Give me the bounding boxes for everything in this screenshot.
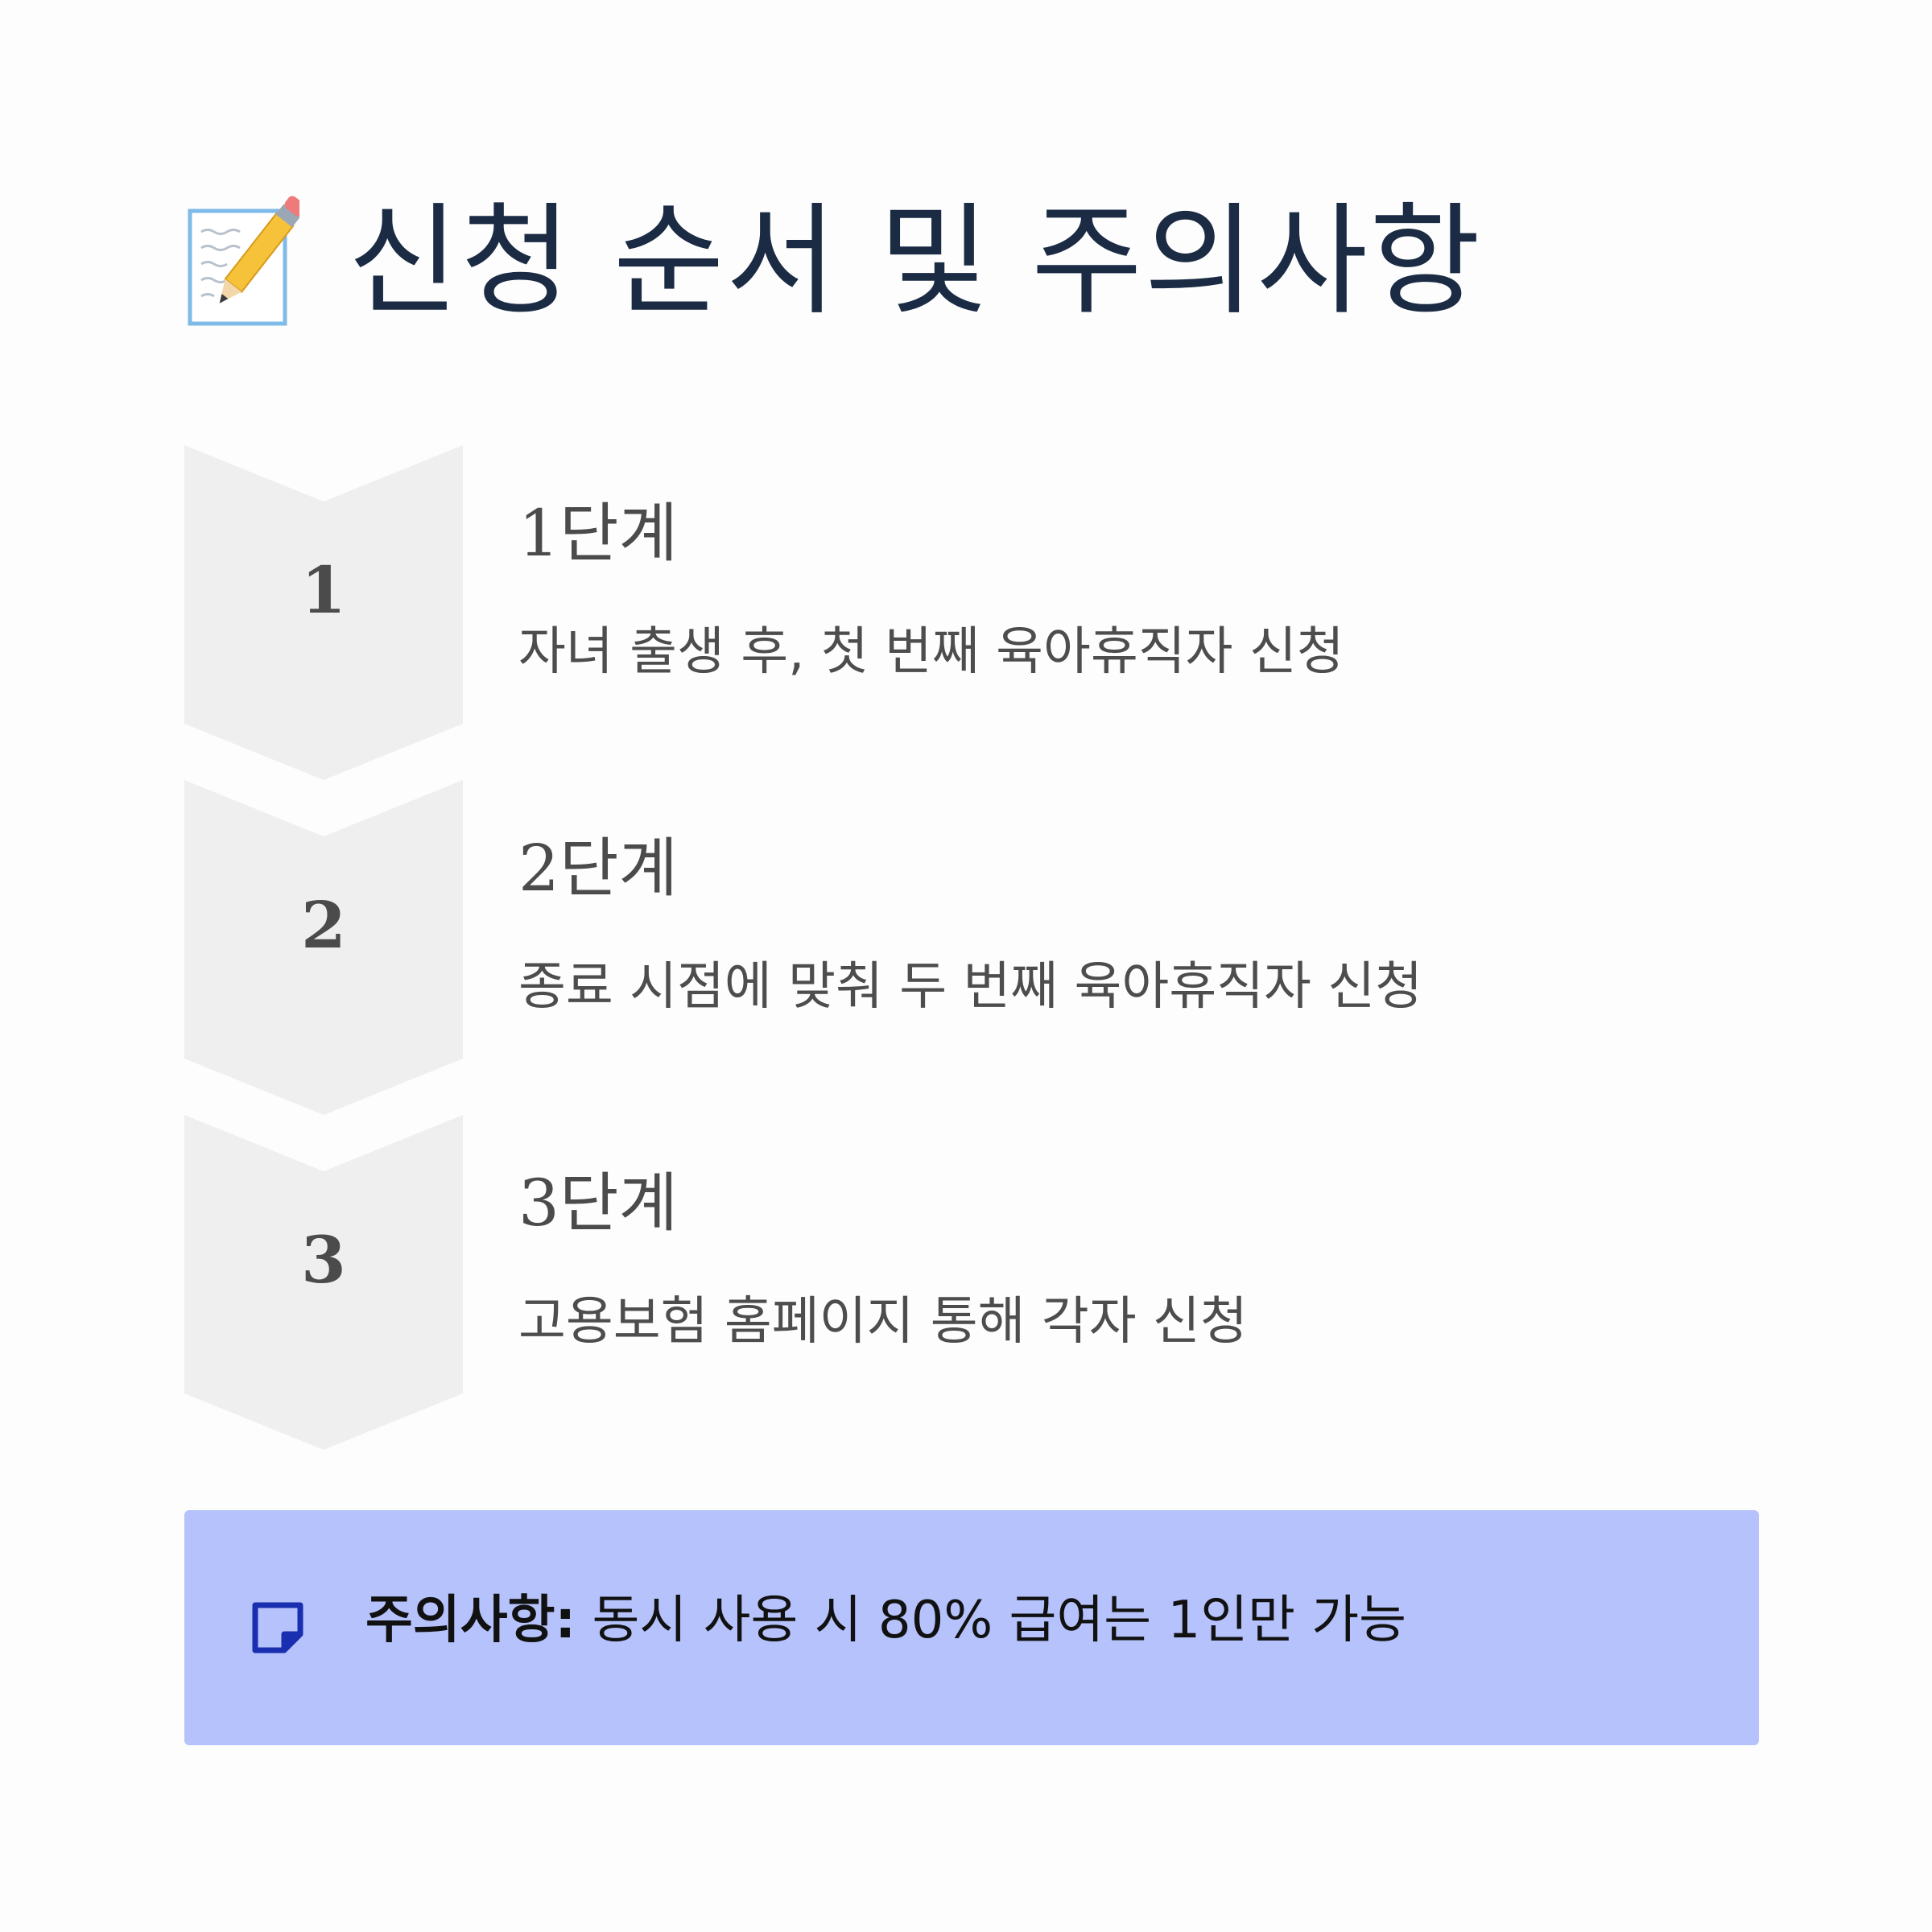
notice-label: 주의사항: bbox=[365, 1591, 576, 1650]
step-item: 2 2단계 종료 시점에 맞춰 두 번째 육아휴직자 신청 bbox=[184, 780, 1794, 1115]
step-description: 고용보험 홈페이지 통해 각자 신청 bbox=[518, 1292, 1248, 1352]
header: 신청 순서 및 주의사항 bbox=[187, 193, 1482, 330]
step-title: 1단계 bbox=[518, 496, 679, 571]
step-number: 2 bbox=[301, 887, 346, 963]
page-title: 신청 순서 및 주의사항 bbox=[348, 192, 1483, 332]
step-number: 3 bbox=[301, 1222, 346, 1298]
step-chevron bbox=[184, 1115, 463, 1450]
step-number: 1 bbox=[301, 552, 346, 628]
step-item: 1 1단계 자녀 출생 후, 첫 번째 육아휴직자 신청 bbox=[184, 445, 1794, 780]
notice-text: 주의사항: 동시 사용 시 80% 급여는 1인만 가능 bbox=[365, 1592, 1406, 1649]
step-title: 2단계 bbox=[518, 831, 679, 906]
note-icon bbox=[252, 1602, 303, 1653]
step-title: 3단계 bbox=[518, 1166, 679, 1241]
step-chevron bbox=[184, 780, 463, 1115]
step-item: 3 3단계 고용보험 홈페이지 통해 각자 신청 bbox=[184, 1115, 1794, 1450]
step-description: 자녀 출생 후, 첫 번째 육아휴직자 신청 bbox=[518, 622, 1344, 682]
memo-pencil-icon bbox=[188, 196, 299, 326]
step-description: 종료 시점에 맞춰 두 번째 육아휴직자 신청 bbox=[518, 957, 1423, 1017]
notice-box: 주의사항: 동시 사용 시 80% 급여는 1인만 가능 bbox=[184, 1510, 1759, 1745]
step-chevron bbox=[184, 445, 463, 780]
notice-message: 동시 사용 시 80% 급여는 1인만 가능 bbox=[576, 1591, 1407, 1650]
